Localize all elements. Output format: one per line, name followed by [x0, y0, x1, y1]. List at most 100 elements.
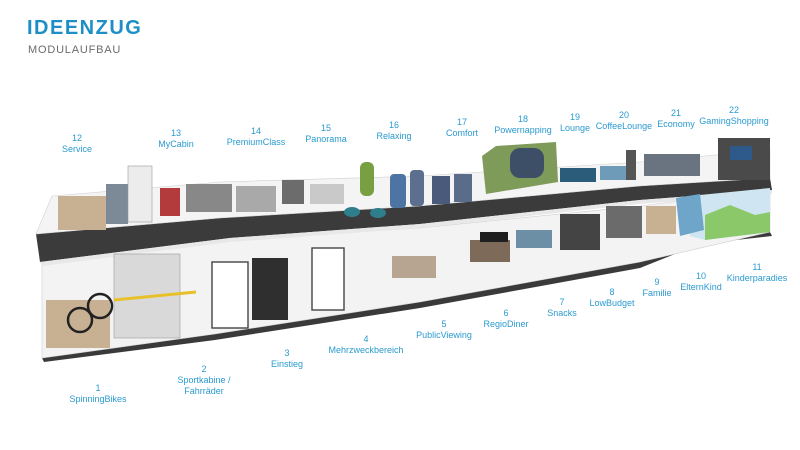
module-number: 3 [284, 348, 290, 358]
module-name: Einstieg [270, 359, 304, 369]
module-label-14: 14 PremiumClass [227, 126, 286, 148]
kids-hill [705, 205, 770, 240]
public-viewing-tables [470, 240, 510, 262]
module-label-9: 9 Familie [642, 277, 671, 299]
module-label-3: 3 Einstieg [271, 348, 303, 370]
module-number: 7 [559, 297, 565, 307]
coffee-machine [626, 150, 636, 180]
powernap-capsule [510, 148, 544, 178]
module-number: 14 [250, 126, 262, 136]
premium-seats [236, 186, 276, 212]
module-name: Snacks [547, 308, 577, 318]
module-number: 22 [728, 105, 739, 115]
module-label-11: 11 Kinderparadies [727, 262, 788, 284]
module-name: CoffeeLounge [595, 121, 653, 131]
module-label-21: 21 Economy [657, 108, 695, 130]
module-label-12: 12 Service [62, 133, 92, 155]
module-label-8: 8 LowBudget [589, 287, 634, 309]
module-label-20: 20 CoffeeLounge [596, 110, 652, 132]
module-label-18: 18 Powernapping [494, 114, 552, 136]
door-right [311, 247, 345, 311]
module-name: SpinningBikes [69, 394, 127, 404]
module-name: Lounge [559, 123, 591, 133]
relax-chair [390, 174, 406, 208]
module-label-2: 2 Sportkabine / Fahrräder [159, 364, 249, 397]
module-label-5: 5 PublicViewing [416, 319, 472, 341]
module-number: 9 [654, 277, 660, 287]
module-number: 4 [363, 334, 369, 344]
floor-edge [40, 190, 772, 266]
parent-child-area [646, 206, 676, 234]
module-name: RegioDiner [483, 319, 529, 329]
upper-deck-floor [36, 178, 772, 262]
module-name: Service [61, 144, 93, 154]
module-number: 10 [695, 271, 706, 281]
module-label-22: 22 GamingShopping [699, 105, 769, 127]
regio-diner-counter [516, 230, 552, 248]
economy-seats [644, 154, 700, 176]
mycabin-seat [160, 188, 180, 216]
module-name: Economy [657, 119, 695, 129]
module-name: Sportkabine / Fahrräder [177, 375, 231, 396]
module-name: Panorama [305, 134, 347, 144]
module-name: PremiumClass [226, 137, 286, 147]
relax-chair-2 [410, 170, 424, 206]
multipurpose-bench [392, 256, 436, 278]
module-number: 8 [609, 287, 615, 297]
entrance-floor [252, 258, 288, 320]
module-name: Familie [642, 288, 672, 298]
module-label-4: 4 Mehrzweckbereich [328, 334, 403, 356]
module-number: 15 [320, 123, 331, 133]
coffee-lounge-table [600, 166, 630, 180]
module-number: 5 [441, 319, 447, 329]
module-number: 19 [569, 112, 581, 122]
spinning-bike-wheel-2 [86, 292, 114, 320]
relax-pouf [344, 207, 360, 217]
module-label-13: 13 MyCabin [158, 128, 194, 150]
module-label-17: 17 Comfort [446, 117, 478, 139]
kids-triangles [676, 194, 704, 236]
lounge-sofa [560, 168, 596, 182]
module-label-19: 19 Lounge [560, 112, 590, 134]
module-name: LowBudget [589, 298, 635, 308]
module-label-7: 7 Snacks [547, 297, 577, 319]
family-seats [606, 206, 642, 238]
mycabin-desk [186, 184, 232, 212]
mycabin-pod [127, 165, 153, 223]
relax-pouf-2 [370, 208, 386, 218]
module-name: MyCabin [158, 139, 194, 149]
module-number: 12 [71, 133, 83, 143]
module-label-1: 1 SpinningBikes [69, 383, 126, 405]
module-number: 2 [201, 364, 207, 374]
door-left [211, 261, 249, 329]
module-name: Mehrzweckbereich [328, 345, 404, 355]
comfort-seat [432, 176, 450, 204]
spinning-bike-wheel [66, 306, 94, 334]
gaming-screen [730, 146, 752, 160]
module-name: Relaxing [376, 131, 412, 141]
service-counter [58, 196, 106, 230]
panorama-seats [310, 184, 344, 204]
module-number: 6 [503, 308, 509, 318]
service-cabinet [106, 184, 128, 224]
module-number: 17 [456, 117, 468, 127]
module-number: 1 [95, 383, 101, 393]
module-label-16: 16 Relaxing [376, 120, 411, 142]
module-number: 11 [752, 262, 762, 272]
lowbudget-seats [560, 214, 600, 250]
premium-seat-dark [282, 180, 304, 204]
module-label-15: 15 Panorama [305, 123, 347, 145]
module-name: PublicViewing [416, 330, 472, 340]
lower-deck-floor [42, 232, 772, 362]
relax-plant [360, 162, 374, 196]
public-viewing-screen [480, 232, 508, 242]
module-name: ElternKind [680, 282, 722, 292]
module-number: 18 [517, 114, 529, 124]
module-number: 21 [670, 108, 681, 118]
module-number: 20 [618, 110, 630, 120]
module-name: Kinderparadies [726, 273, 788, 283]
comfort-seat-2 [454, 174, 472, 202]
module-label-6: 6 RegioDiner [483, 308, 528, 330]
module-number: 13 [170, 128, 182, 138]
